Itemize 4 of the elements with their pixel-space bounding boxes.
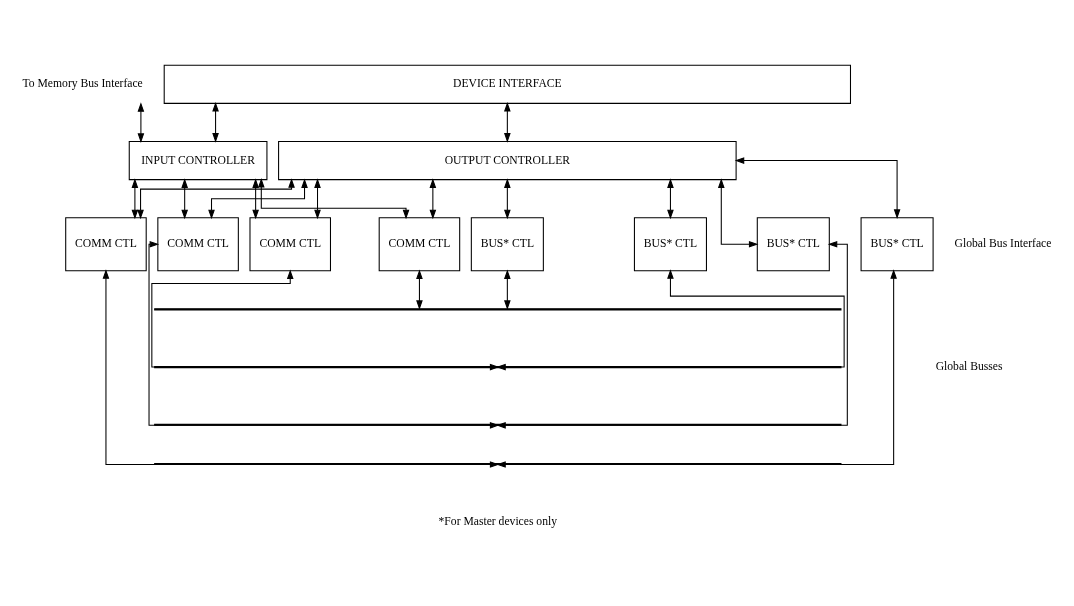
node-text: To Memory Bus Interface [22,77,143,91]
label: Global Busses [935,360,1003,374]
label: *For Master devices only [438,514,558,528]
label: Global Bus Interface [954,237,1052,251]
